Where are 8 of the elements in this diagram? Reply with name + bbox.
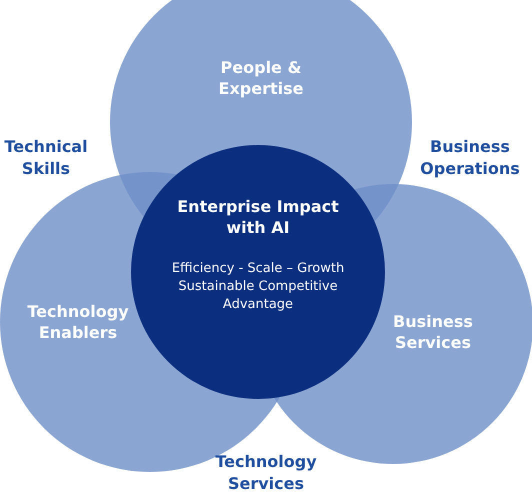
circle-description: Efficiency - Scale – Growth Sustainable Competitive Advantage	[170, 260, 346, 314]
overlap-label: Technology Services	[214, 451, 318, 492]
circle-title: Business Services	[392, 311, 474, 353]
overlap-label: Technical Skills	[3, 136, 89, 180]
circle-title: Enterprise Impact with AI	[176, 196, 340, 238]
overlap-label: Business Operations	[419, 136, 521, 180]
circle-title: People & Expertise	[218, 57, 304, 99]
circle-title: Technology Enablers	[26, 301, 130, 343]
